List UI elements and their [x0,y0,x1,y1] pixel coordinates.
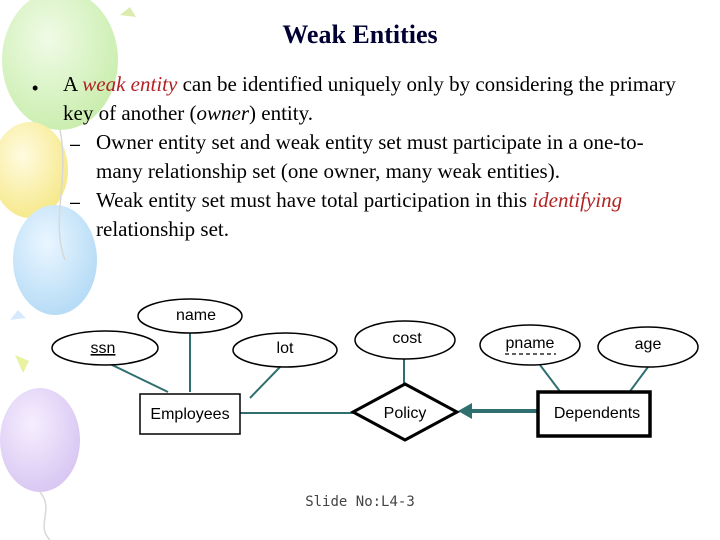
bullet-marker: • [32,78,39,98]
attr-name-shape [137,298,243,334]
identifying-arrowhead [458,403,472,419]
attr-lot-label: lot [277,340,294,357]
sub-bullet-1-line-1: Owner entity set and weak entity set mus… [96,130,644,154]
attr-name-label: name [176,307,216,324]
attr-pname-shape [479,324,581,366]
balloon-shape [0,122,68,218]
text-run: A [63,72,83,96]
attr-ssn-shape [51,330,159,366]
attr-age-shape [597,326,699,368]
bullet-1-line-2: key of another (owner) entity. [63,99,313,128]
connector-lines [107,333,649,414]
sub-bullet-2-line-1: Weak entity set must have total particip… [96,186,622,215]
bullet-1-line-1: A weak entity can be identified uniquely… [63,70,676,99]
confetti-piece [120,7,136,17]
balloon-shape [0,388,80,492]
weak-entity-term: weak entity [82,72,178,96]
relationship-policy-diamond [349,382,461,442]
entity-dependents-label: Dependents [554,405,640,422]
dash-marker: – [70,192,81,212]
slide-title: Weak Entities [282,20,438,49]
balloon-shape [2,0,118,130]
attr-ssn-label: ssn [91,340,116,357]
sub-bullet-2-line-2: relationship set. [96,217,229,241]
identifying-term: identifying [532,188,623,212]
attr-lot-shape [232,332,338,368]
entity-employees-label: Employees [150,406,229,423]
text-run: ) entity. [249,101,313,125]
relationship-policy-label: Policy [384,405,427,422]
attr-cost-shape [354,320,456,360]
dash-marker: – [70,134,81,154]
confetti-piece [15,355,29,373]
balloon-string [58,129,66,261]
owner-term: owner [196,101,250,125]
attr-age-label: age [635,336,662,353]
entity-dependents-box [536,390,652,438]
text-run: can be identified uniquely only by consi… [177,72,676,96]
text-run: Weak entity set must have total particip… [96,188,533,212]
attr-cost-label: cost [392,330,422,347]
balloon-string [39,491,51,540]
balloon-shape [13,205,97,315]
connector-lot-employees [249,366,281,399]
entity-employees-box [139,393,241,435]
connector-ssn-employees [107,362,169,393]
attr-pname-label: pname [506,335,555,352]
confetti-piece [10,310,26,320]
sub-bullet-1-line-2: many relationship set (one owner, many w… [96,159,560,183]
slide-number: Slide No:L4-3 [305,494,415,510]
text-run: key of another ( [63,101,197,125]
